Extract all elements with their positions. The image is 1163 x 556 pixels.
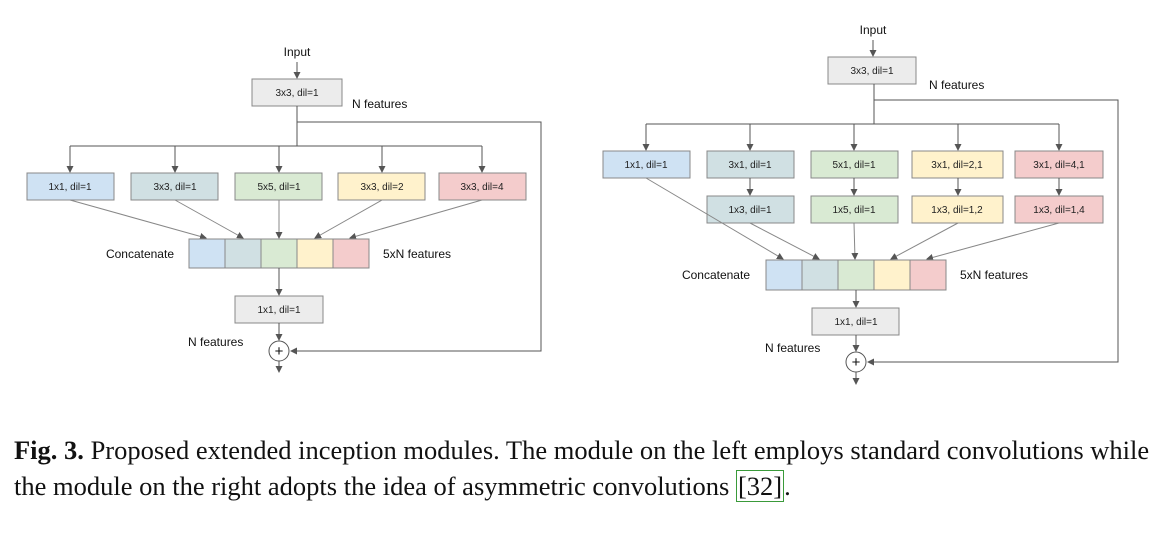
left-concat-label: Concatenate xyxy=(106,247,174,261)
right-module: Input 3x3, dil=1 N features 1x1, dil=1 3… xyxy=(602,23,1119,385)
diagram-svg: Input 3x3, dil=1 N features 1x1, dil=1 3… xyxy=(26,23,1119,385)
right-top-box xyxy=(827,56,917,85)
left-branch-box-2 xyxy=(130,172,219,201)
right-concat-seg-1 xyxy=(765,259,803,291)
right-branch-box-5 xyxy=(1014,150,1104,179)
right-branch2-label-2: 1x5, dil=1 xyxy=(832,205,876,216)
right-concat-label: Concatenate xyxy=(682,268,750,282)
left-add-symbol: + xyxy=(275,343,284,360)
right-concat-seg-4 xyxy=(873,259,911,291)
citation-link[interactable]: [32] xyxy=(735,470,785,502)
right-concat-seg-2 xyxy=(801,259,839,291)
left-input-label: Input xyxy=(284,45,311,59)
right-branch-label-5: 3x1, dil=4,1 xyxy=(1033,160,1085,171)
left-branch-box-4 xyxy=(337,172,426,201)
figure-caption: Fig. 3. Proposed extended inception modu… xyxy=(14,432,1154,504)
left-module: Input 3x3, dil=1 N features 1x1, dil=1 3… xyxy=(26,45,542,373)
left-concat-seg-1 xyxy=(188,238,226,269)
right-branch-label-4: 3x1, dil=2,1 xyxy=(931,160,983,171)
right-branch-label-1: 1x1, dil=1 xyxy=(624,160,668,171)
left-concat-features-label: 5xN features xyxy=(383,247,451,261)
right-top-box-label: 3x3, dil=1 xyxy=(850,66,894,77)
right-bottom-box-label: 1x1, dil=1 xyxy=(834,317,878,328)
right-branch2-box-1 xyxy=(706,195,795,224)
right-add-symbol: + xyxy=(852,354,861,371)
right-branch2-box-2 xyxy=(810,195,899,224)
left-branch-label-5: 3x3, dil=4 xyxy=(460,182,504,193)
left-branch-label-1: 1x1, dil=1 xyxy=(48,182,92,193)
caption-label: Fig. 3. xyxy=(14,435,84,465)
right-branch2-label-4: 1x3, dil=1,4 xyxy=(1033,205,1085,216)
right-branch-label-3: 5x1, dil=1 xyxy=(832,160,876,171)
left-bottom-box-label: 1x1, dil=1 xyxy=(257,305,301,316)
right-concat-seg-5 xyxy=(909,259,947,291)
right-top-features-label: N features xyxy=(929,78,984,92)
left-branch-box-5 xyxy=(438,172,527,201)
diagram-stage: Input 3x3, dil=1 N features 1x1, dil=1 3… xyxy=(26,23,1119,385)
left-concat-seg-5 xyxy=(332,238,370,269)
right-concat-seg-3 xyxy=(837,259,875,291)
left-concat-seg-3 xyxy=(260,238,298,269)
left-top-box-label: 3x3, dil=1 xyxy=(275,88,319,99)
right-branch2-label-3: 1x3, dil=1,2 xyxy=(931,205,983,216)
left-bottom-features-label: N features xyxy=(188,335,243,349)
right-branch-box-1 xyxy=(602,150,691,179)
left-concat-seg-2 xyxy=(224,238,262,269)
right-branch-label-2: 3x1, dil=1 xyxy=(728,160,772,171)
right-branch2-box-3 xyxy=(911,195,1004,224)
left-branch-label-2: 3x3, dil=1 xyxy=(153,182,197,193)
caption-end: . xyxy=(784,471,791,501)
left-concat-seg-4 xyxy=(296,238,334,269)
right-bottom-box xyxy=(811,307,900,336)
left-branch-label-4: 3x3, dil=2 xyxy=(360,182,404,193)
right-concat-features-label: 5xN features xyxy=(960,268,1028,282)
right-branch2-box-4 xyxy=(1014,195,1104,224)
left-bottom-box xyxy=(234,295,324,324)
right-input-label: Input xyxy=(860,23,887,37)
caption-text: Proposed extended inception modules. The… xyxy=(14,435,1150,501)
right-bottom-features-label: N features xyxy=(765,341,820,355)
left-branch-box-3 xyxy=(234,172,323,201)
left-top-features-label: N features xyxy=(352,97,407,111)
left-branch-label-3: 5x5, dil=1 xyxy=(257,182,301,193)
right-branch2-label-1: 1x3, dil=1 xyxy=(728,205,772,216)
